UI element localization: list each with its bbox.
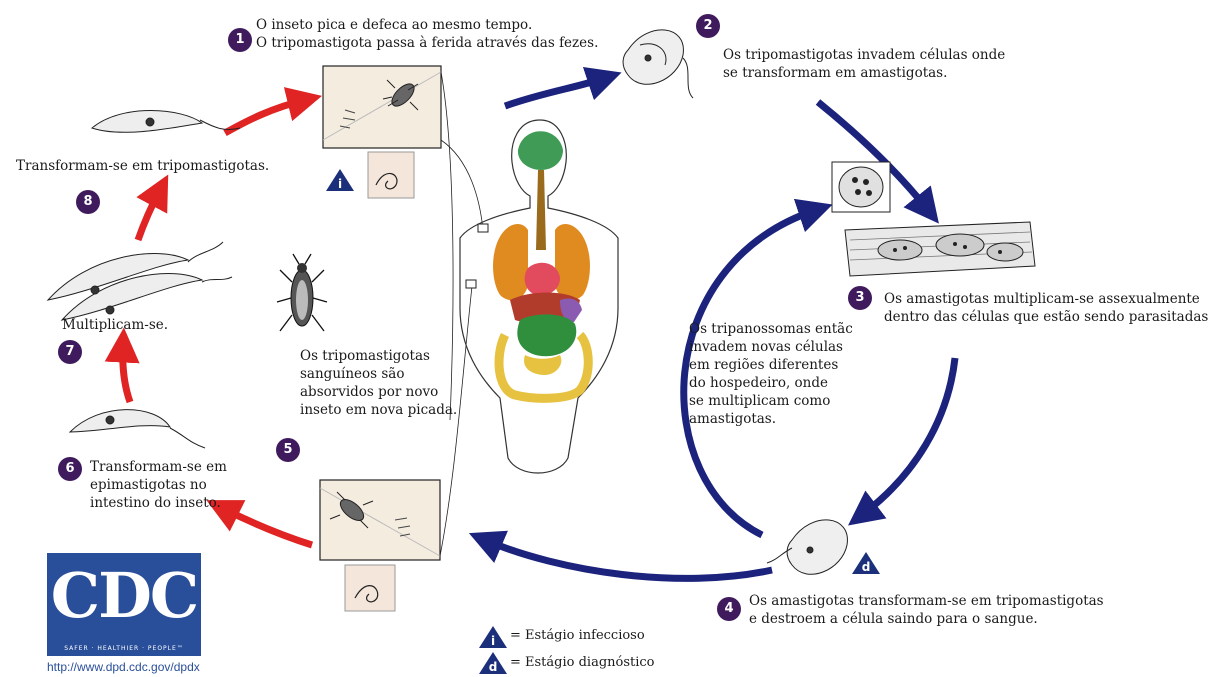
arrow-8-to-1 <box>225 100 305 133</box>
legend-infective-letter: i <box>478 634 508 648</box>
triatomine-bug-icon <box>277 254 327 331</box>
epimastigote-stage-6 <box>70 410 205 448</box>
step-5-label: Os tripomastigotas sanguíneos são absorv… <box>300 347 457 419</box>
step-4-label: Os amastigotas transformam-se em tripoma… <box>749 592 1104 628</box>
step-badge-6: 6 <box>58 457 82 481</box>
step-2-label: Os tripomastigotas invadem células onde … <box>723 46 1005 82</box>
step-7-label: Multiplicam-se. <box>62 316 168 334</box>
step-badge-4: 4 <box>717 597 741 621</box>
step-8-label: Transformam-se em tripomastigotas. <box>16 157 269 175</box>
trypomastigote-stage-2 <box>623 30 693 98</box>
legend-infective-marker: i <box>478 625 508 649</box>
cdc-logo-word: CDC <box>47 559 201 632</box>
step-badge-3: 3 <box>848 286 872 310</box>
reinvasion-label: Os tripanossomas entãc invadem novas cél… <box>689 320 853 428</box>
step-badge-2: 2 <box>696 14 720 38</box>
arrow-3-to-4 <box>862 358 955 515</box>
arrow-5-to-6 <box>222 508 312 545</box>
step-1-label: O inseto pica e defeca ao mesmo tempo. O… <box>256 16 598 52</box>
step-badge-7: 7 <box>58 340 82 364</box>
step-badge-5: 5 <box>276 438 300 462</box>
human-body <box>460 120 618 473</box>
epimastigotes-stage-7 <box>48 242 232 320</box>
step-badge-8: 8 <box>76 190 100 214</box>
infective-marker-letter: i <box>325 177 355 191</box>
legend-diagnostic-letter: d <box>478 660 508 674</box>
step-6-label: Transformam-se em epimastigotas no intes… <box>90 458 227 512</box>
arrow-4-to-5 <box>485 540 772 578</box>
muscle-tissue-amastigotes <box>832 162 1035 276</box>
bite-scene-bottom <box>320 286 472 611</box>
cdc-logo: CDC SAFER · HEALTHIER · PEOPLE™ <box>47 553 201 656</box>
infective-stage-marker: i <box>325 168 355 192</box>
legend-diagnostic-marker: d <box>478 651 508 675</box>
trypomastigote-stage-8 <box>92 111 240 133</box>
trypomastigote-stage-4 <box>767 520 847 574</box>
arrow-7-to-8 <box>138 190 160 240</box>
arrow-6-to-7 <box>123 345 130 402</box>
diagnostic-marker-letter: d <box>851 560 881 574</box>
step-3-label: Os amastigotas multiplicam-se assexualme… <box>884 290 1208 326</box>
cdc-url-link[interactable]: http://www.dpd.cdc.gov/dpdx <box>47 660 200 674</box>
diagnostic-stage-marker: d <box>851 551 881 575</box>
step-badge-1: 1 <box>228 28 252 52</box>
arrow-1-to-2 <box>505 78 605 106</box>
legend-diagnostic-label: = Estágio diagnóstico <box>510 655 655 670</box>
cdc-logo-tagline: SAFER · HEALTHIER · PEOPLE™ <box>47 645 201 652</box>
legend-infective-label: = Estágio infeccioso <box>510 628 645 643</box>
